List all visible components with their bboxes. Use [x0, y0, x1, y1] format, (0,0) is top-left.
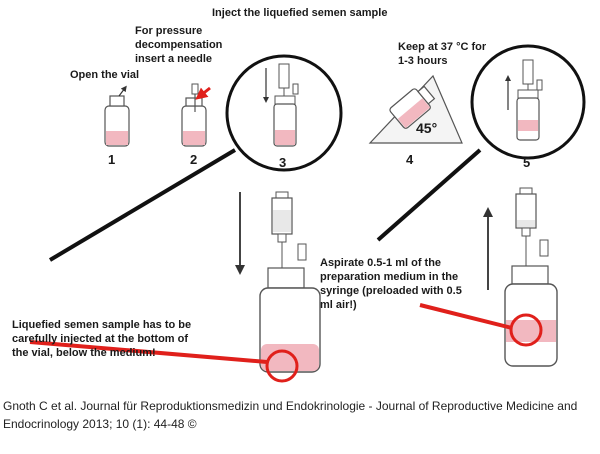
magnifier-step3 [48, 54, 343, 262]
tilted-vial-step4 [368, 74, 463, 144]
label-liquefied-note: Liquefied semen sample has to be careful… [12, 319, 192, 359]
step-number-2: 2 [190, 152, 198, 167]
diagram-svg [29, 44, 586, 383]
diagram-title: Inject the liquefied semen sample [212, 7, 388, 19]
label-pressure: For pressure decompensation insert a nee… [135, 25, 223, 65]
large-vial-aspirate [419, 187, 558, 367]
magnifier-step5 [376, 44, 586, 242]
citation-text: Gnoth C et al. Journal für Reproduktions… [3, 399, 578, 431]
label-keep-warm: Keep at 37 °C for 1-3 hours [398, 41, 487, 67]
vial-step1 [104, 85, 130, 147]
label-aspirate-note: Aspirate 0.5-1 ml of the preparation med… [320, 257, 462, 311]
protocol-diagram: Inject the liquefied semen sample Open t… [12, 7, 586, 383]
step-number-5: 5 [523, 155, 531, 170]
label-open-vial: Open the vial [70, 69, 140, 81]
step-number-4: 4 [406, 152, 414, 167]
vial-step2 [181, 83, 211, 147]
step-number-1: 1 [108, 152, 116, 167]
large-vial-inject [29, 191, 321, 383]
label-angle: 45° [416, 120, 438, 136]
step-number-3: 3 [279, 155, 287, 170]
